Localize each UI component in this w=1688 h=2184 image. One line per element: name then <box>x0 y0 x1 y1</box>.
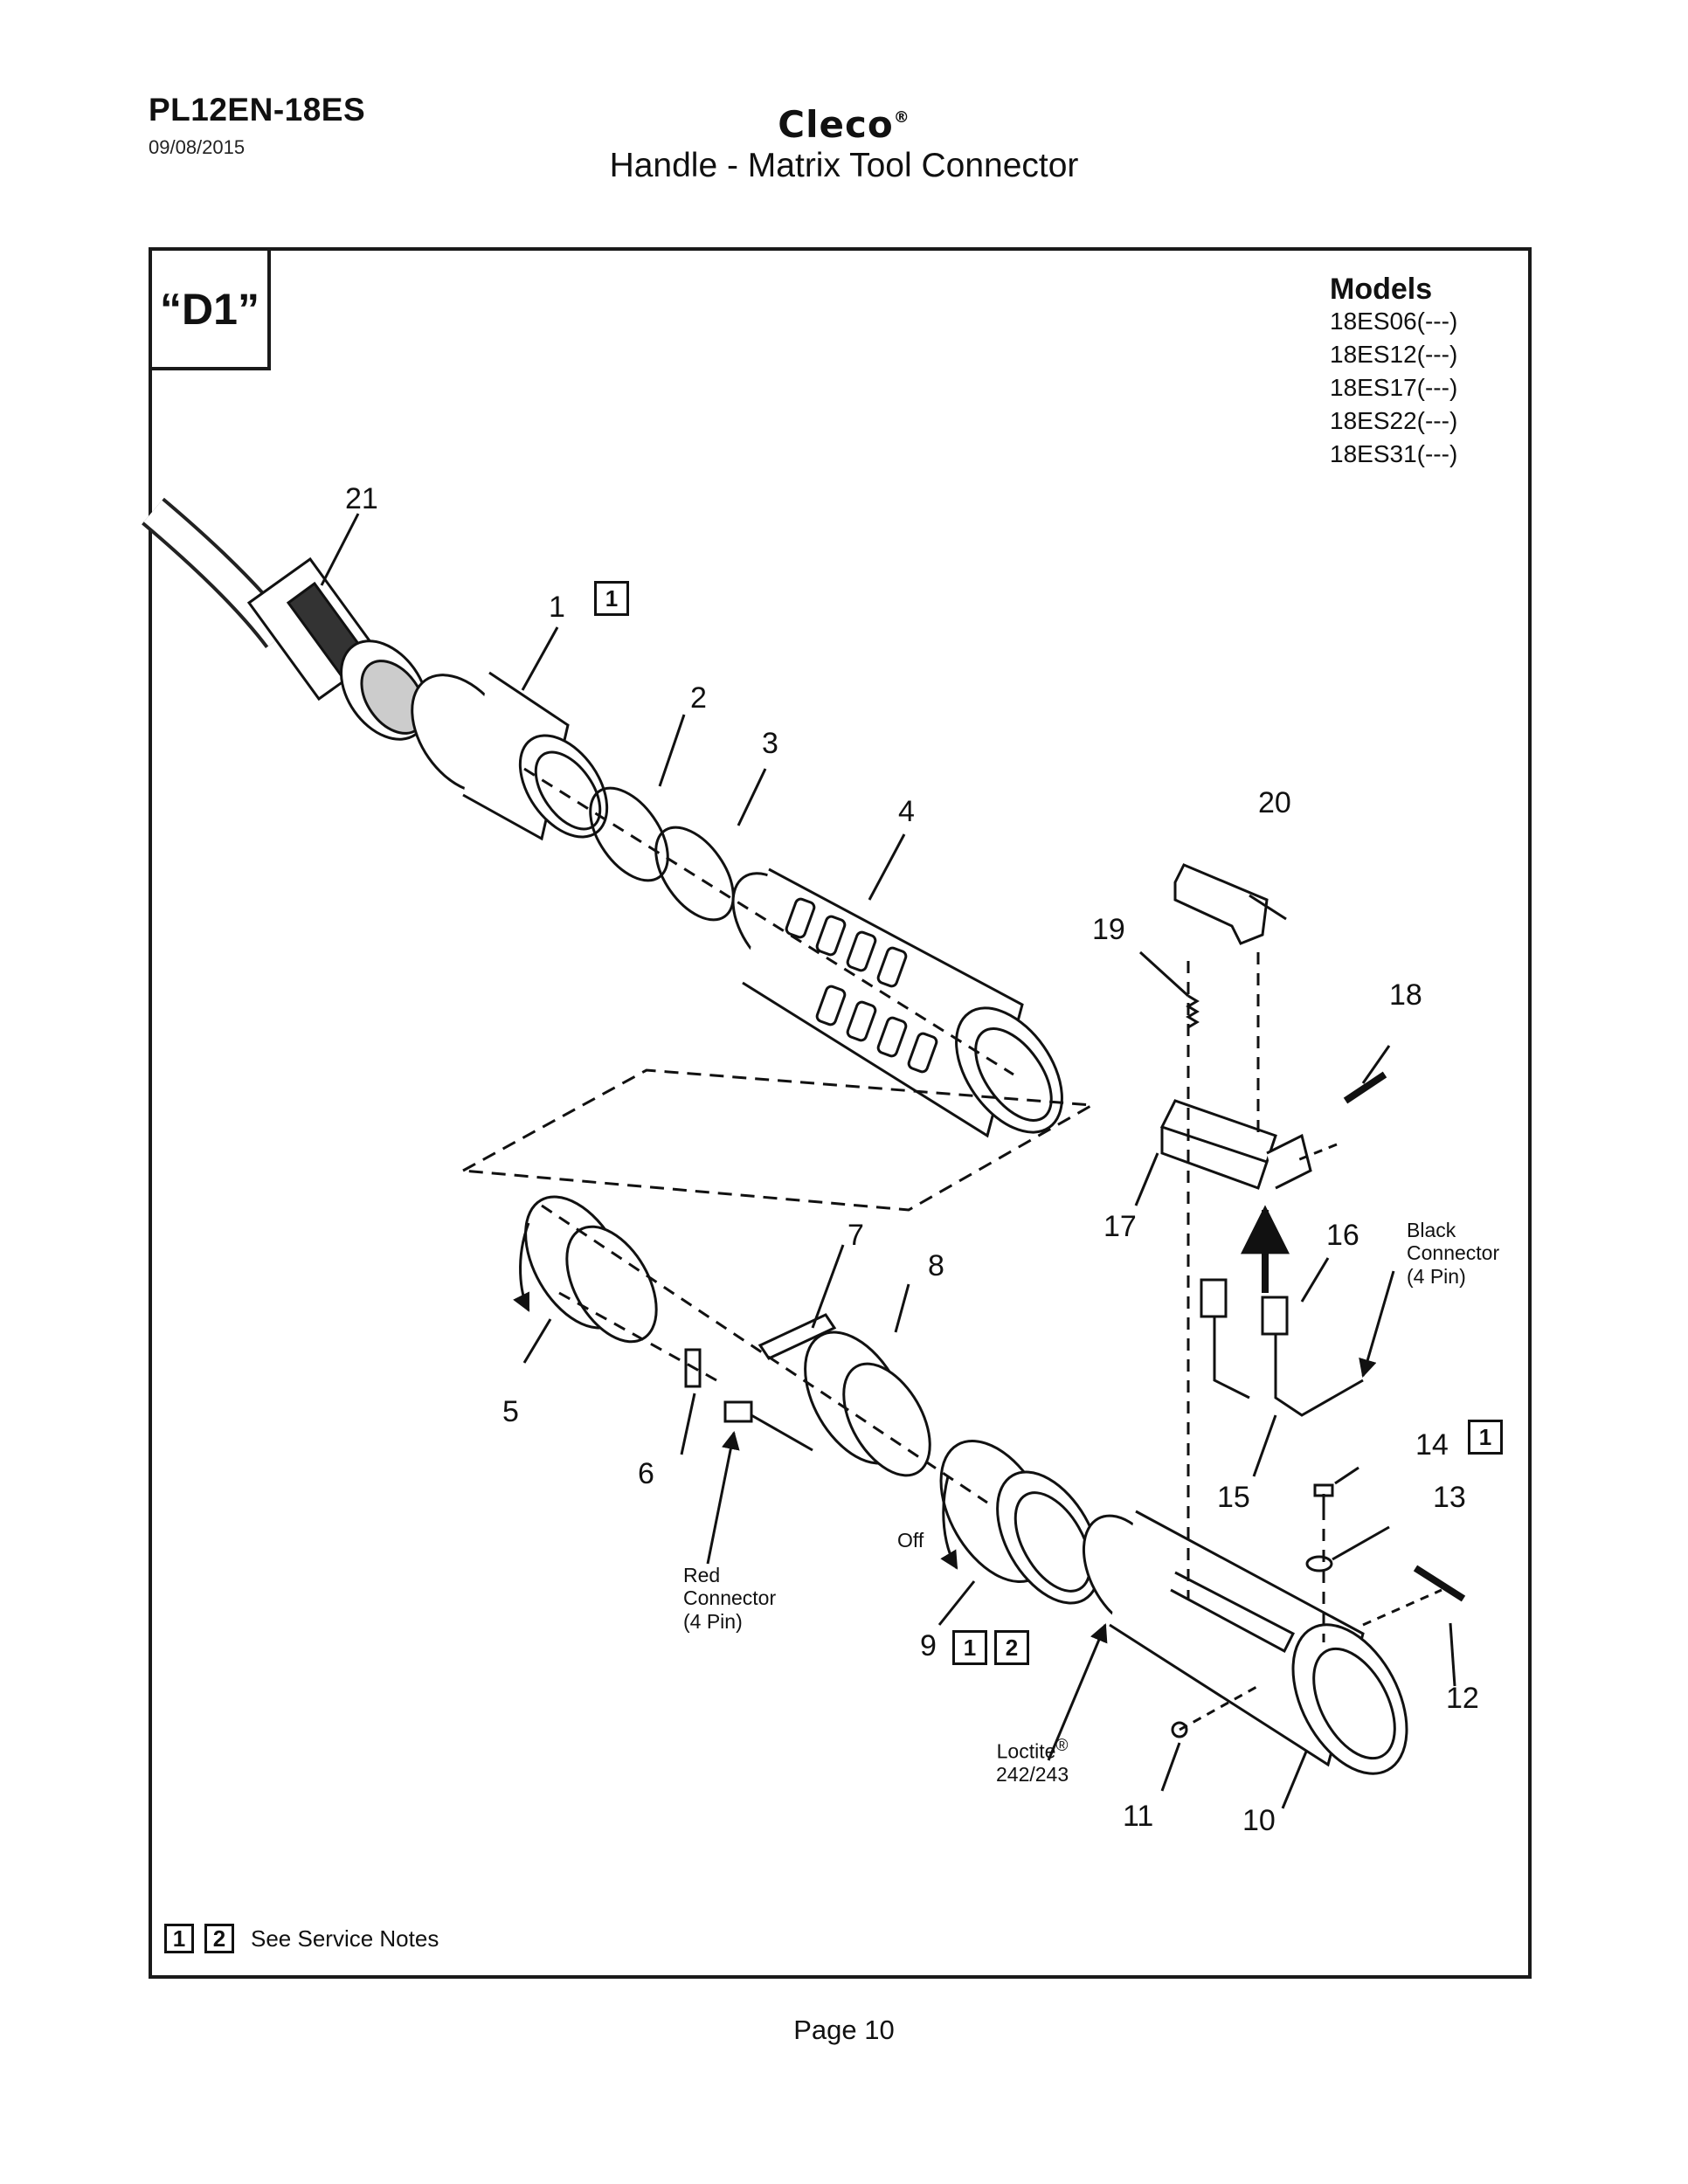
callout-18: 18 <box>1389 978 1422 1012</box>
service-note-box: 1 <box>1468 1420 1503 1455</box>
callout-15: 15 <box>1217 1481 1250 1514</box>
document-date: 09/08/2015 <box>149 136 246 158</box>
service-note-box: 2 <box>994 1630 1029 1665</box>
o-ring-part <box>589 786 669 882</box>
model-item: 18ES22(---) <box>1330 407 1458 434</box>
service-note-box: 1 <box>594 581 629 616</box>
callout-20: 20 <box>1258 786 1291 819</box>
callout-4: 4 <box>898 795 915 828</box>
lock-washer-part <box>1305 1555 1333 1572</box>
legend-text: See Service Notes <box>251 1925 439 1952</box>
pin-part <box>1413 1565 1466 1602</box>
model-item: 18ES12(---) <box>1330 341 1458 368</box>
callout-11: 11 <box>1123 1800 1154 1833</box>
callout-8: 8 <box>928 1249 944 1282</box>
spring-part <box>1186 994 1200 1029</box>
callout-12: 12 <box>1446 1682 1479 1715</box>
models-title: Models <box>1330 273 1433 306</box>
callout-6: 6 <box>638 1457 654 1490</box>
o-ring-part <box>654 826 735 922</box>
loctite-note: Loctite® 242/243 <box>996 1737 1069 1787</box>
red-connector-note: Red Connector (4 Pin) <box>683 1564 777 1633</box>
model-item: 18ES06(---) <box>1330 308 1458 335</box>
legend-box: 2 <box>204 1924 234 1953</box>
brand-title: Cleco® <box>0 103 1688 146</box>
callout-19: 19 <box>1092 913 1125 946</box>
page-subtitle: Handle - Matrix Tool Connector <box>609 147 1079 184</box>
page-number: Page 10 <box>793 2015 895 2045</box>
callout-7: 7 <box>847 1219 864 1252</box>
callout-10: 10 <box>1242 1804 1276 1837</box>
cable-connector-part <box>142 497 429 741</box>
dowel-part <box>1343 1071 1387 1104</box>
switch-ring-part <box>513 1195 658 1344</box>
brand-name: Cleco <box>778 103 894 146</box>
service-note-box: 1 <box>952 1630 987 1665</box>
callout-13: 13 <box>1433 1481 1466 1514</box>
model-item: 18ES31(---) <box>1330 440 1458 467</box>
callout-17: 17 <box>1103 1210 1137 1243</box>
bracket-part <box>1159 1099 1312 1190</box>
cover-part <box>1173 863 1269 945</box>
registered-mark: ® <box>893 108 910 127</box>
callout-5: 5 <box>502 1395 519 1428</box>
spring-clip-part <box>758 1313 837 1360</box>
document-id: PL12EN-18ES <box>149 92 366 128</box>
callout-16: 16 <box>1326 1219 1359 1252</box>
magnet-part <box>684 1348 702 1388</box>
housing-part <box>1082 1510 1408 1775</box>
retainer-ring-part <box>804 1330 931 1477</box>
off-note: Off <box>897 1529 924 1552</box>
switch-assembly-part <box>1200 1278 1364 1417</box>
diagram-frame <box>149 247 1532 1979</box>
diagram-label: “D1” <box>149 247 271 370</box>
callout-21: 21 <box>345 482 378 515</box>
callout-2: 2 <box>690 681 707 715</box>
callout-9: 9 <box>920 1629 937 1662</box>
callout-3: 3 <box>762 727 778 760</box>
legend-box: 1 <box>164 1924 194 1953</box>
callout-1: 1 <box>549 591 565 624</box>
model-item: 18ES17(---) <box>1330 374 1458 401</box>
black-connector-note: Black Connector (4 Pin) <box>1407 1219 1500 1288</box>
connector-nut-part <box>411 671 609 841</box>
screw-part <box>1313 1483 1334 1520</box>
cap-part <box>939 1439 1101 1605</box>
callout-14: 14 <box>1415 1428 1449 1462</box>
red-connector-part <box>723 1400 753 1423</box>
